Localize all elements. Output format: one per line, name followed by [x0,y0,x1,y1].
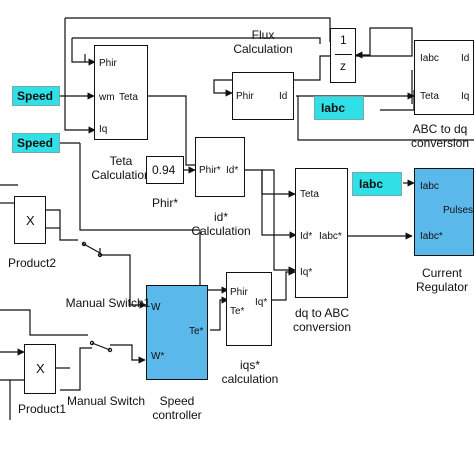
constant-block[interactable]: 0.94 [146,156,184,184]
dq-to-abc-caption: dq to ABC conversion [292,306,352,334]
teta-calculation-caption: Teta Calculation [91,154,151,182]
speed-tag-mid[interactable]: Speed [12,133,60,153]
delay-numerator: 1 [340,33,347,47]
teta-out-teta: Teta [119,92,138,103]
speed-ctrl-in-w: W [151,302,161,313]
manual-switch[interactable] [88,336,114,356]
dq-abc-in-id: Id* [300,231,313,242]
product1-symbol: X [36,361,45,376]
product1-block[interactable]: X [24,344,56,394]
iabc-tag-top-label: Iabc [321,101,346,115]
iabc-tag-mid-label: Iabc [359,177,384,191]
delay-denominator: z [340,59,346,73]
manual-switch1[interactable] [78,236,104,260]
product2-caption: Product2 [7,256,57,270]
manual-switch1-caption: Manual Switch1 [65,296,151,310]
iqs-in-te: Te* [230,306,245,317]
manual-switch-caption: Manual Switch [66,394,146,408]
delay-fraction-line [335,54,352,55]
iabc-tag-top[interactable]: Iabc [314,96,364,120]
flux-out-id: Id [279,91,288,102]
abc-dq-in-iabc: Iabc [420,53,439,64]
teta-in-iq: Iq [99,124,108,135]
iqs-star-caption: iqs* calculation [221,358,279,386]
unit-delay-block[interactable]: 1 z [330,28,356,83]
speed-tag-mid-label: Speed [17,136,54,150]
speed-controller-block[interactable]: W Te* W* [146,285,208,380]
abc-to-dq-caption: ABC to dq conversion [410,122,470,150]
abc-dq-out-iq: Iq [461,91,470,102]
current-regulator-block[interactable]: Iabc Pulses Iabc* [414,168,474,256]
dq-to-abc-block[interactable]: Teta Id* Iabc* Iq* [295,168,348,298]
product2-block[interactable]: X [14,196,46,244]
dq-abc-out-iabc: Iabc* [319,231,342,242]
speed-controller-caption: Speed controller [152,394,202,422]
id-star-in: Phir* [199,165,221,176]
current-reg-out-pulses: Pulses [443,205,474,216]
current-reg-in-iabc: Iabc [420,181,439,192]
flux-calculation-block[interactable]: Phir Id [232,72,294,120]
speed-ctrl-in-w-star: W* [151,351,165,362]
current-regulator-caption: Current Regulator [415,266,469,294]
abc-to-dq-block[interactable]: Iabc Id Teta Iq [414,40,474,115]
dq-abc-in-teta: Teta [300,189,319,200]
id-star-out: Id* [226,165,239,176]
flux-in-phir: Phir [236,91,254,102]
teta-in-wm: wm [99,92,115,103]
iqs-star-block[interactable]: Phir Iq* Te* [226,272,272,346]
id-star-caption: id* Calculation [191,210,251,238]
abc-dq-out-id: Id [461,53,470,64]
constant-value: 0.94 [152,163,176,177]
product2-symbol: X [26,213,35,228]
current-reg-in-iabc-star: Iabc* [420,231,443,242]
id-star-block[interactable]: Phir* Id* [195,137,245,197]
speed-tag-top[interactable]: Speed [12,86,60,106]
teta-in-phir: Phir [99,58,117,69]
abc-dq-in-teta: Teta [420,91,439,102]
flux-calculation-caption: Flux Calculation [233,28,293,56]
constant-caption: Phir* [151,196,178,210]
iqs-out-iq: Iq* [255,297,268,308]
speed-tag-top-label: Speed [17,89,54,103]
product1-caption: Product1 [17,402,67,416]
iqs-in-phir: Phir [230,287,248,298]
dq-abc-in-iq: Iq* [300,267,313,278]
iabc-tag-mid[interactable]: Iabc [352,172,402,196]
teta-calculation-block[interactable]: Phir wm Teta Iq [94,45,148,140]
speed-ctrl-out-te: Te* [189,326,204,337]
